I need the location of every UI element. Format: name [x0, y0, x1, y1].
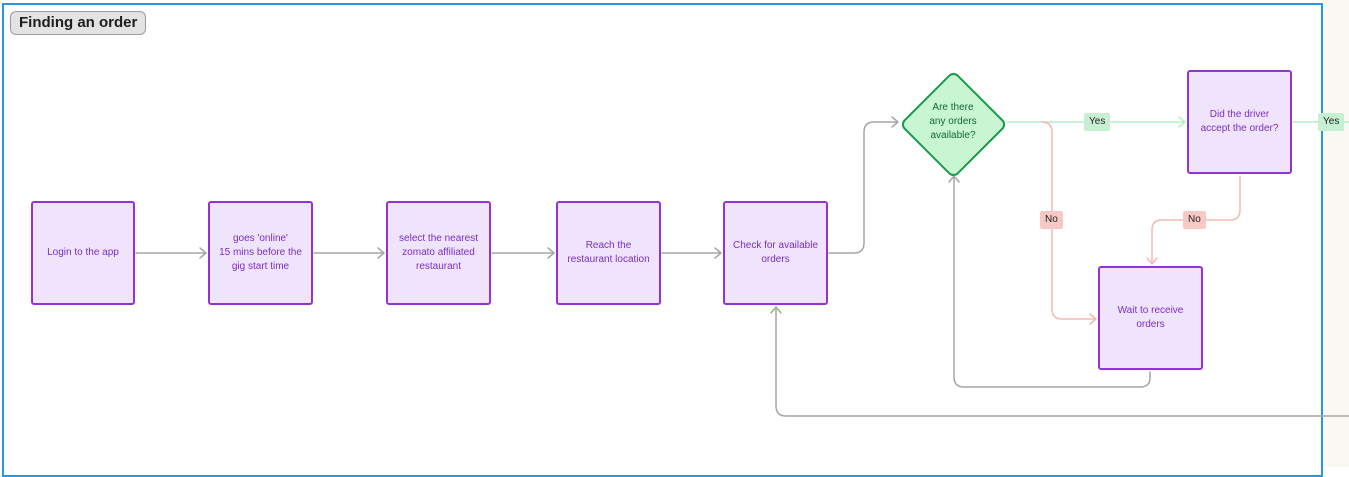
edge-label-yes-accept: Yes [1084, 113, 1111, 131]
node-check-orders[interactable]: Check for available orders [723, 201, 828, 305]
canvas-background-strip [1323, 0, 1349, 467]
connector-online-select [313, 247, 385, 259]
connectors-layer [135, 72, 1349, 417]
connector-check-decision [828, 116, 899, 254]
node-go-online[interactable]: goes 'online' 15 mins before the gig sta… [208, 201, 313, 305]
edge-label-yes-exit: Yes [1318, 113, 1345, 131]
edge-label-no-wait: No [1040, 211, 1063, 229]
decision-orders-available[interactable]: Are there any orders available? [929, 102, 977, 141]
section-title[interactable]: Finding an order [10, 11, 147, 35]
connector-return-check-loop [770, 306, 1349, 417]
connector-decision-wait-no [1041, 121, 1097, 325]
decision-diamond-shape [901, 72, 1006, 177]
node-select-restaurant[interactable]: select the nearest zomato affiliated res… [386, 201, 491, 305]
node-reach-restaurant[interactable]: Reach the restaurant location [556, 201, 661, 305]
connector-reach-check [661, 247, 722, 259]
node-wait-orders[interactable]: Wait to receive orders [1098, 266, 1203, 370]
connector-select-reach [491, 247, 555, 259]
node-driver-accept[interactable]: Did the driver accept the order? [1187, 70, 1292, 174]
node-login[interactable]: Login to the app [31, 201, 135, 305]
connector-login-online [135, 247, 207, 259]
edge-label-no-accept: No [1183, 211, 1206, 229]
